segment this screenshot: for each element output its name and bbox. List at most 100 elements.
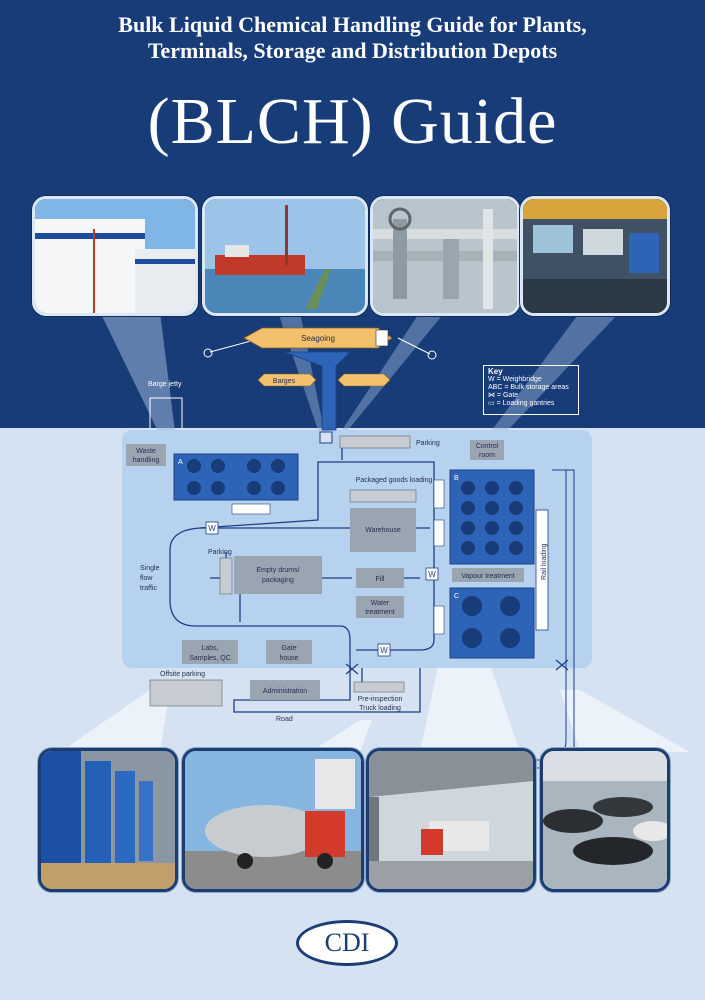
rail-loading-gantry [535, 509, 549, 631]
callout-beam [60, 690, 170, 752]
parking-mid [219, 557, 233, 595]
parking-top-label: Parking [416, 440, 440, 447]
empty-drums-packaging [234, 556, 322, 594]
photo-truck-loading [366, 748, 536, 892]
parking-mid-label: Parking [208, 549, 232, 556]
mooring-buoy [427, 350, 437, 360]
loading-gantry [433, 479, 445, 509]
cover-subtitle: Bulk Liquid Chemical Handling Guide for … [0, 12, 705, 64]
key-meaning: = Bulk storage areas [504, 384, 569, 391]
control-room-label-2: room [479, 452, 495, 459]
warehouse-label: Warehouse [365, 527, 401, 534]
weighbridge-symbol: W [428, 570, 436, 579]
area-b-label: B [454, 475, 459, 482]
photo-drums [38, 748, 178, 892]
weighbridge-symbol: W [380, 646, 388, 655]
callout-beam [560, 690, 690, 752]
truck-loading-bays [353, 681, 405, 693]
gate-house-label-2: house [279, 655, 298, 662]
preinspection-label-1: Pre-inspection [358, 696, 403, 703]
water-treatment [356, 596, 404, 618]
offsite-parking [149, 679, 223, 707]
jetty [283, 351, 351, 431]
control-room [470, 440, 504, 460]
weighbridge [377, 643, 391, 657]
photo-pipework-valves [370, 196, 520, 316]
vapour-treatment [452, 568, 524, 582]
jetty-head [319, 431, 333, 444]
photo-rail-tankers [540, 748, 670, 892]
key-symbol: W [488, 376, 495, 383]
labs-label-1: Labs, [201, 645, 218, 652]
single-flow-label-1: Single [140, 565, 160, 572]
control-room-label-1: Control [476, 443, 499, 450]
photo-control-room [520, 196, 670, 316]
road-label: Road [276, 716, 293, 723]
key-row: ▭ = Loading gantries [488, 400, 574, 408]
bulk-storage-area-c [449, 587, 535, 659]
seagoing-label: Seagoing [301, 334, 335, 343]
callout-beam [342, 312, 445, 430]
administration-label: Administration [263, 688, 307, 695]
diagram-key: Key W = Weighbridge ABC = Bulk storage a… [483, 365, 579, 415]
subtitle-line-2: Terminals, Storage and Distribution Depo… [147, 38, 558, 63]
labs-samples-qc [182, 640, 238, 664]
administration [250, 680, 320, 700]
rail-loading-label: Rail loading [541, 543, 548, 580]
key-row: ⋈ = Gate [488, 392, 574, 400]
key-symbol: ABC [488, 384, 503, 391]
seagoing-ship [243, 327, 393, 349]
area-c-tanks [462, 596, 520, 648]
gate-house-label-1: Gate [281, 645, 296, 652]
ship-bridge [375, 329, 389, 347]
area-a-label: A [178, 459, 183, 466]
waste-label-1: Waste [136, 448, 156, 455]
single-flow-label-3: traffic [140, 585, 157, 592]
mooring-line [397, 337, 431, 355]
key-meaning: = Loading gantries [496, 400, 555, 407]
weighbridge [425, 567, 439, 581]
loading-gantry [433, 519, 445, 547]
packaged-goods-label: Packaged goods loading [356, 477, 433, 484]
key-row: ABC = Bulk storage areas [488, 384, 574, 392]
key-symbol: ▭ [488, 400, 495, 407]
empty-drums-label-2: packaging [262, 577, 294, 584]
packaged-goods-bays [349, 489, 417, 503]
callout-beam [310, 720, 372, 752]
single-flow-label-2: flow [140, 575, 153, 582]
loading-gantry [433, 605, 445, 635]
vapour-treatment-label: Vapour treatment [461, 573, 515, 580]
key-symbol: ⋈ [488, 392, 495, 399]
area-b-tanks [461, 481, 523, 555]
labs-label-2: Samples, QC [189, 655, 231, 662]
barge [257, 373, 317, 387]
warehouse [350, 508, 416, 552]
cover-title: (BLCH) Guide [147, 85, 558, 158]
barge-jetty-label: Barge jetty [148, 381, 182, 388]
key-meaning: = Gate [496, 392, 519, 399]
water-label-1: Water [371, 600, 390, 607]
photo-storage-tanks [32, 196, 198, 316]
photo-road-tanker [182, 748, 364, 892]
photo-tanker-ship [202, 196, 368, 316]
weighbridge [205, 521, 219, 535]
key-title: Key [488, 367, 503, 376]
gate-house [266, 640, 312, 664]
waste-label-2: handling [133, 457, 160, 464]
barges-label: Barges [273, 378, 296, 385]
empty-drums-label-1: Empty drums/ [256, 567, 299, 574]
water-label-2: treatment [365, 609, 395, 616]
callout-beam [100, 312, 178, 456]
weighbridge-symbol: W [208, 524, 216, 533]
waste-handling [126, 444, 166, 466]
offsite-parking-label: Offsite parking [160, 671, 205, 678]
cdi-logo: CDI [296, 920, 398, 966]
area-a-tanks [187, 459, 285, 495]
barge [337, 373, 391, 387]
loading-gantry [231, 503, 271, 515]
fill-label: Fill [376, 576, 385, 583]
subtitle-line-1: Bulk Liquid Chemical Handling Guide for … [118, 12, 587, 37]
fill-station [356, 568, 404, 588]
barge-jetty [149, 397, 183, 428]
